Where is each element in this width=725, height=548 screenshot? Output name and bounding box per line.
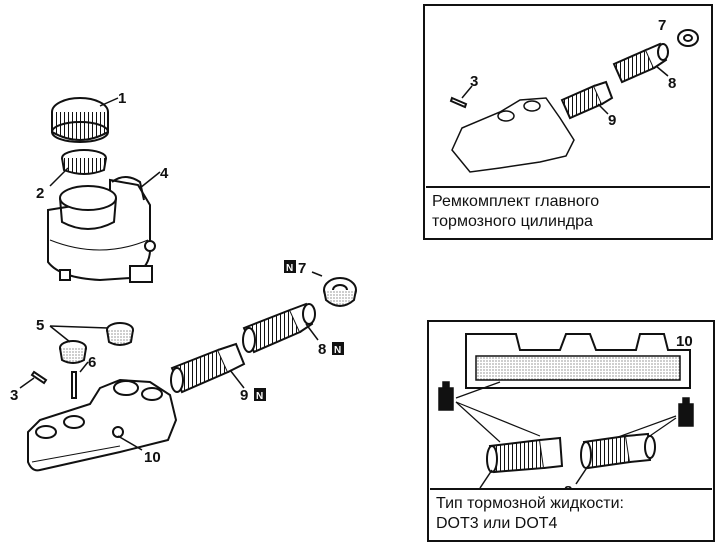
reservoir-grommets (59, 322, 134, 364)
callout-10: 10 (144, 449, 161, 466)
fluid-type-caption: Тип тормозной жидкости: DOT3 или DOT4 (430, 488, 712, 539)
kit-callout-8: 8 (668, 75, 676, 92)
callout-5: 5 (36, 317, 44, 334)
callout-1: 1 (118, 90, 126, 107)
fluid-primary-piston (580, 432, 656, 470)
callout-3: 3 (10, 387, 18, 404)
repair-kit-body-outline (451, 97, 575, 173)
repair-kit-caption-line1: Ремкомплект главного (432, 193, 600, 210)
repair-kit-ring (677, 29, 699, 47)
master-cylinder-body (27, 378, 178, 472)
piston-stopper-ring (323, 277, 357, 307)
callout-9: 9 (240, 387, 248, 404)
callout-6: 6 (88, 354, 96, 371)
stopper-pin-6 (71, 371, 77, 399)
kit-callout-9: 9 (608, 112, 616, 129)
repair-kit-pin (449, 96, 468, 109)
callout-4: 4 (160, 165, 169, 182)
repair-kit-primary-piston (612, 42, 669, 84)
kit-callout-3: 3 (470, 73, 478, 90)
callout-8: 8 (318, 341, 326, 358)
fluid-bottle-right (678, 397, 694, 427)
repair-kit-caption: Ремкомплект главного тормозного цилиндра (426, 186, 710, 237)
repair-kit-secondary-piston (560, 80, 614, 120)
reservoir-strainer (61, 149, 107, 175)
kit-callout-7: 7 (658, 17, 666, 34)
fluid-type-caption-line2: DOT3 или DOT4 (436, 515, 558, 532)
callout-2: 2 (36, 185, 44, 202)
fluid-bottle-left (438, 381, 454, 411)
replace-badge-9: N (254, 388, 266, 402)
fluid-secondary-piston (486, 436, 564, 474)
secondary-piston (170, 342, 246, 394)
svg-text:N: N (256, 391, 263, 402)
repair-kit-caption-line2: тормозного цилиндра (432, 213, 593, 230)
reservoir-cap (51, 97, 109, 143)
fluid-callout-10: 10 (676, 333, 693, 350)
fluid-type-caption-line1: Тип тормозной жидкости: (436, 495, 624, 512)
callout-7: 7 (298, 260, 306, 277)
fluid-leader-lines (455, 381, 677, 443)
primary-piston (242, 302, 316, 354)
replace-badge-7: N (284, 260, 296, 274)
replace-badge-8: N (332, 342, 344, 356)
stopper-pin-3 (30, 370, 48, 385)
fluid-reservoir (47, 176, 156, 283)
svg-text:N: N (286, 263, 293, 274)
fluid-cylinder-body (465, 333, 691, 389)
svg-text:N: N (334, 345, 341, 356)
